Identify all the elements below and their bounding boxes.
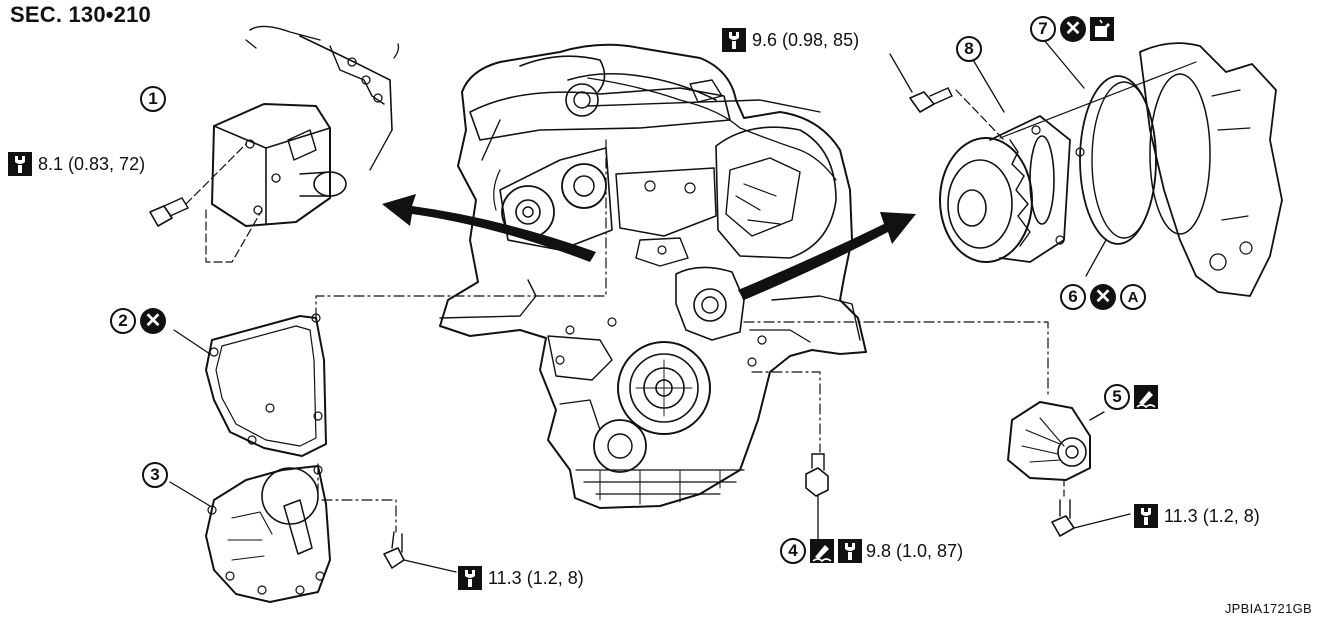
- part-3-front-cover: [169, 465, 457, 603]
- torque-spec-2: 9.6 (0.98, 85): [722, 28, 859, 52]
- torque-wrench-icon: [838, 539, 862, 563]
- torque-spec-1: 8.1 (0.83, 72): [8, 152, 145, 176]
- cylinder-block-edge: [999, 42, 1283, 297]
- guide-lines-center: [743, 321, 1049, 453]
- torque-wrench-icon: [458, 566, 482, 590]
- torque-wrench-icon: [1134, 504, 1158, 528]
- callout-2: 2 ✕: [110, 308, 166, 334]
- engine-assembly: [439, 43, 867, 509]
- torque-spec-3: 11.3 (1.2, 8): [458, 566, 584, 590]
- torque-value-3: 11.3 (1.2, 8): [488, 567, 584, 588]
- guide-lines-left: [315, 139, 607, 533]
- pointer-arrows: [382, 194, 916, 300]
- torque-spec-5: 11.3 (1.2, 8): [1134, 504, 1260, 528]
- part-number-2: 2: [110, 308, 136, 334]
- do-not-reuse-icon: ✕: [1090, 284, 1116, 310]
- part-2-gasket: [173, 313, 327, 457]
- part-number-3: 3: [142, 462, 168, 488]
- part-number-6: 6: [1060, 284, 1086, 310]
- sealant-icon: [1134, 385, 1158, 409]
- part-number-5: 5: [1104, 384, 1130, 410]
- part-1-sensor-cover: [149, 25, 400, 263]
- callout-3: 3: [142, 462, 168, 488]
- callout-7: 7 ✕: [1030, 16, 1114, 42]
- callout-5: 5: [1104, 384, 1158, 410]
- part-5-water-inlet: [1007, 401, 1131, 537]
- sealant-icon: [810, 539, 834, 563]
- section-title: SEC. 130•210: [10, 2, 151, 27]
- part-number-4: 4: [780, 538, 806, 564]
- part-number-7: 7: [1030, 16, 1056, 42]
- engine-oil-icon: [1090, 17, 1114, 41]
- torque-value-4: 9.8 (1.0, 87): [866, 540, 964, 561]
- do-not-reuse-icon: ✕: [1060, 16, 1086, 42]
- torque-value-5: 11.3 (1.2, 8): [1164, 505, 1260, 526]
- torque-value-1: 8.1 (0.83, 72): [38, 153, 146, 174]
- part-4-bolt: [805, 453, 829, 541]
- callout-8: 8: [956, 36, 982, 62]
- callout-6: 6 ✕ A: [1060, 284, 1146, 310]
- part-number-1: 1: [140, 86, 166, 112]
- do-not-reuse-icon: ✕: [140, 308, 166, 334]
- parts-6-7-orings: [1043, 39, 1157, 277]
- callout-1: 1: [140, 86, 166, 112]
- figure-code: JPBIA1721GB: [1224, 601, 1312, 616]
- callout-4: 4 9.8 (1.0, 87): [780, 538, 963, 564]
- torque-wrench-icon: [722, 28, 746, 52]
- part-number-8: 8: [956, 36, 982, 62]
- note-a-icon: A: [1120, 284, 1146, 310]
- part-8-water-pump: [889, 53, 1085, 263]
- torque-value-2: 9.6 (0.98, 85): [752, 29, 860, 50]
- torque-wrench-icon: [8, 152, 32, 176]
